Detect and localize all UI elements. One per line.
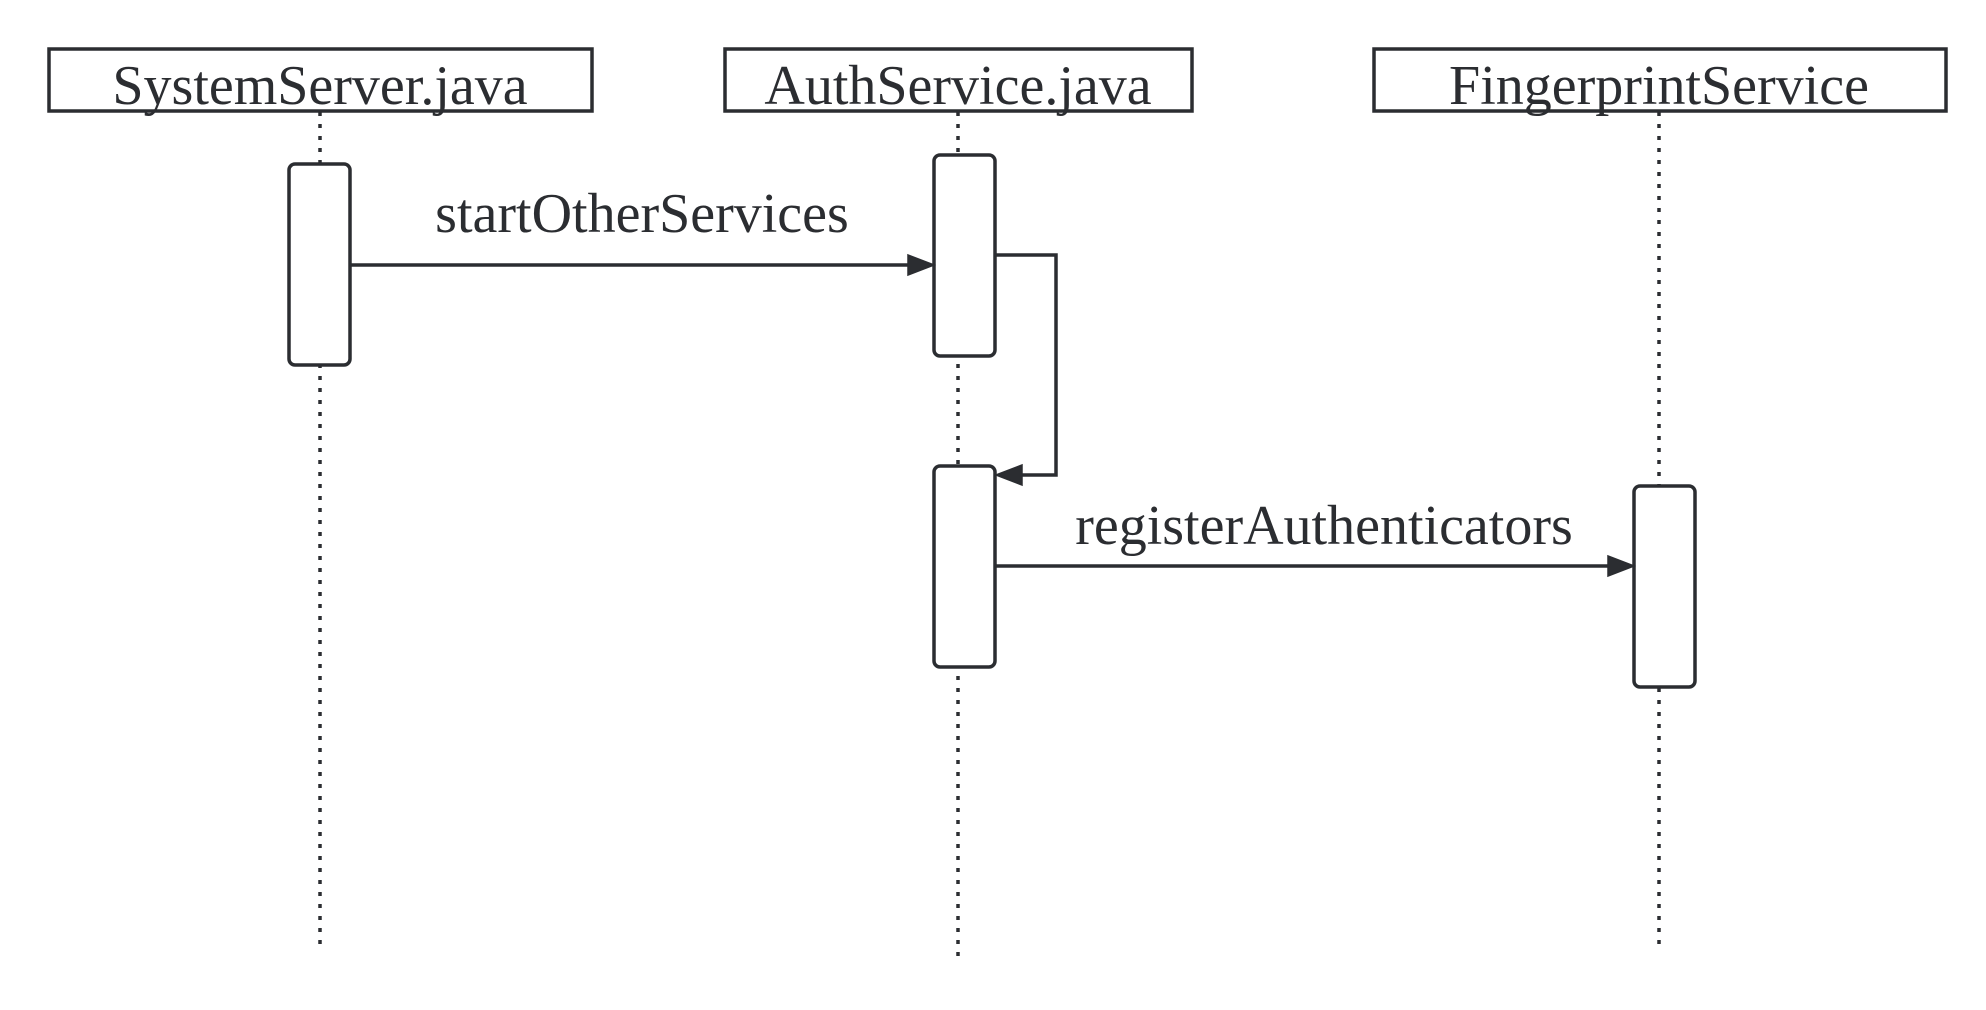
participant-label: FingerprintService (1449, 55, 1869, 117)
participant-label: SystemServer.java (112, 55, 527, 117)
message-self-call (993, 253, 1058, 487)
arrowhead (907, 253, 937, 277)
participant-box (723, 47, 1194, 113)
arrowhead (993, 463, 1023, 487)
participant-box (47, 47, 594, 113)
activation-systemserver (287, 162, 352, 367)
participant-label: AuthService.java (764, 55, 1151, 117)
message-register-authenticators: registerAuthenticators (995, 495, 1637, 578)
message-start-other-services: startOtherServices (350, 183, 937, 277)
message-label: startOtherServices (435, 183, 849, 245)
participant-box (1372, 47, 1948, 113)
participant-fingerprint: FingerprintService (1372, 47, 1948, 117)
activation-authservice-1 (932, 153, 997, 358)
participant-systemserver: SystemServer.java (47, 47, 594, 117)
activation-authservice-2 (932, 464, 997, 669)
arrowhead (1607, 554, 1637, 578)
self-call-line (995, 253, 1058, 477)
message-label: registerAuthenticators (1075, 495, 1573, 557)
participant-authservice: AuthService.java (723, 47, 1194, 117)
activation-fingerprint (1632, 484, 1697, 689)
